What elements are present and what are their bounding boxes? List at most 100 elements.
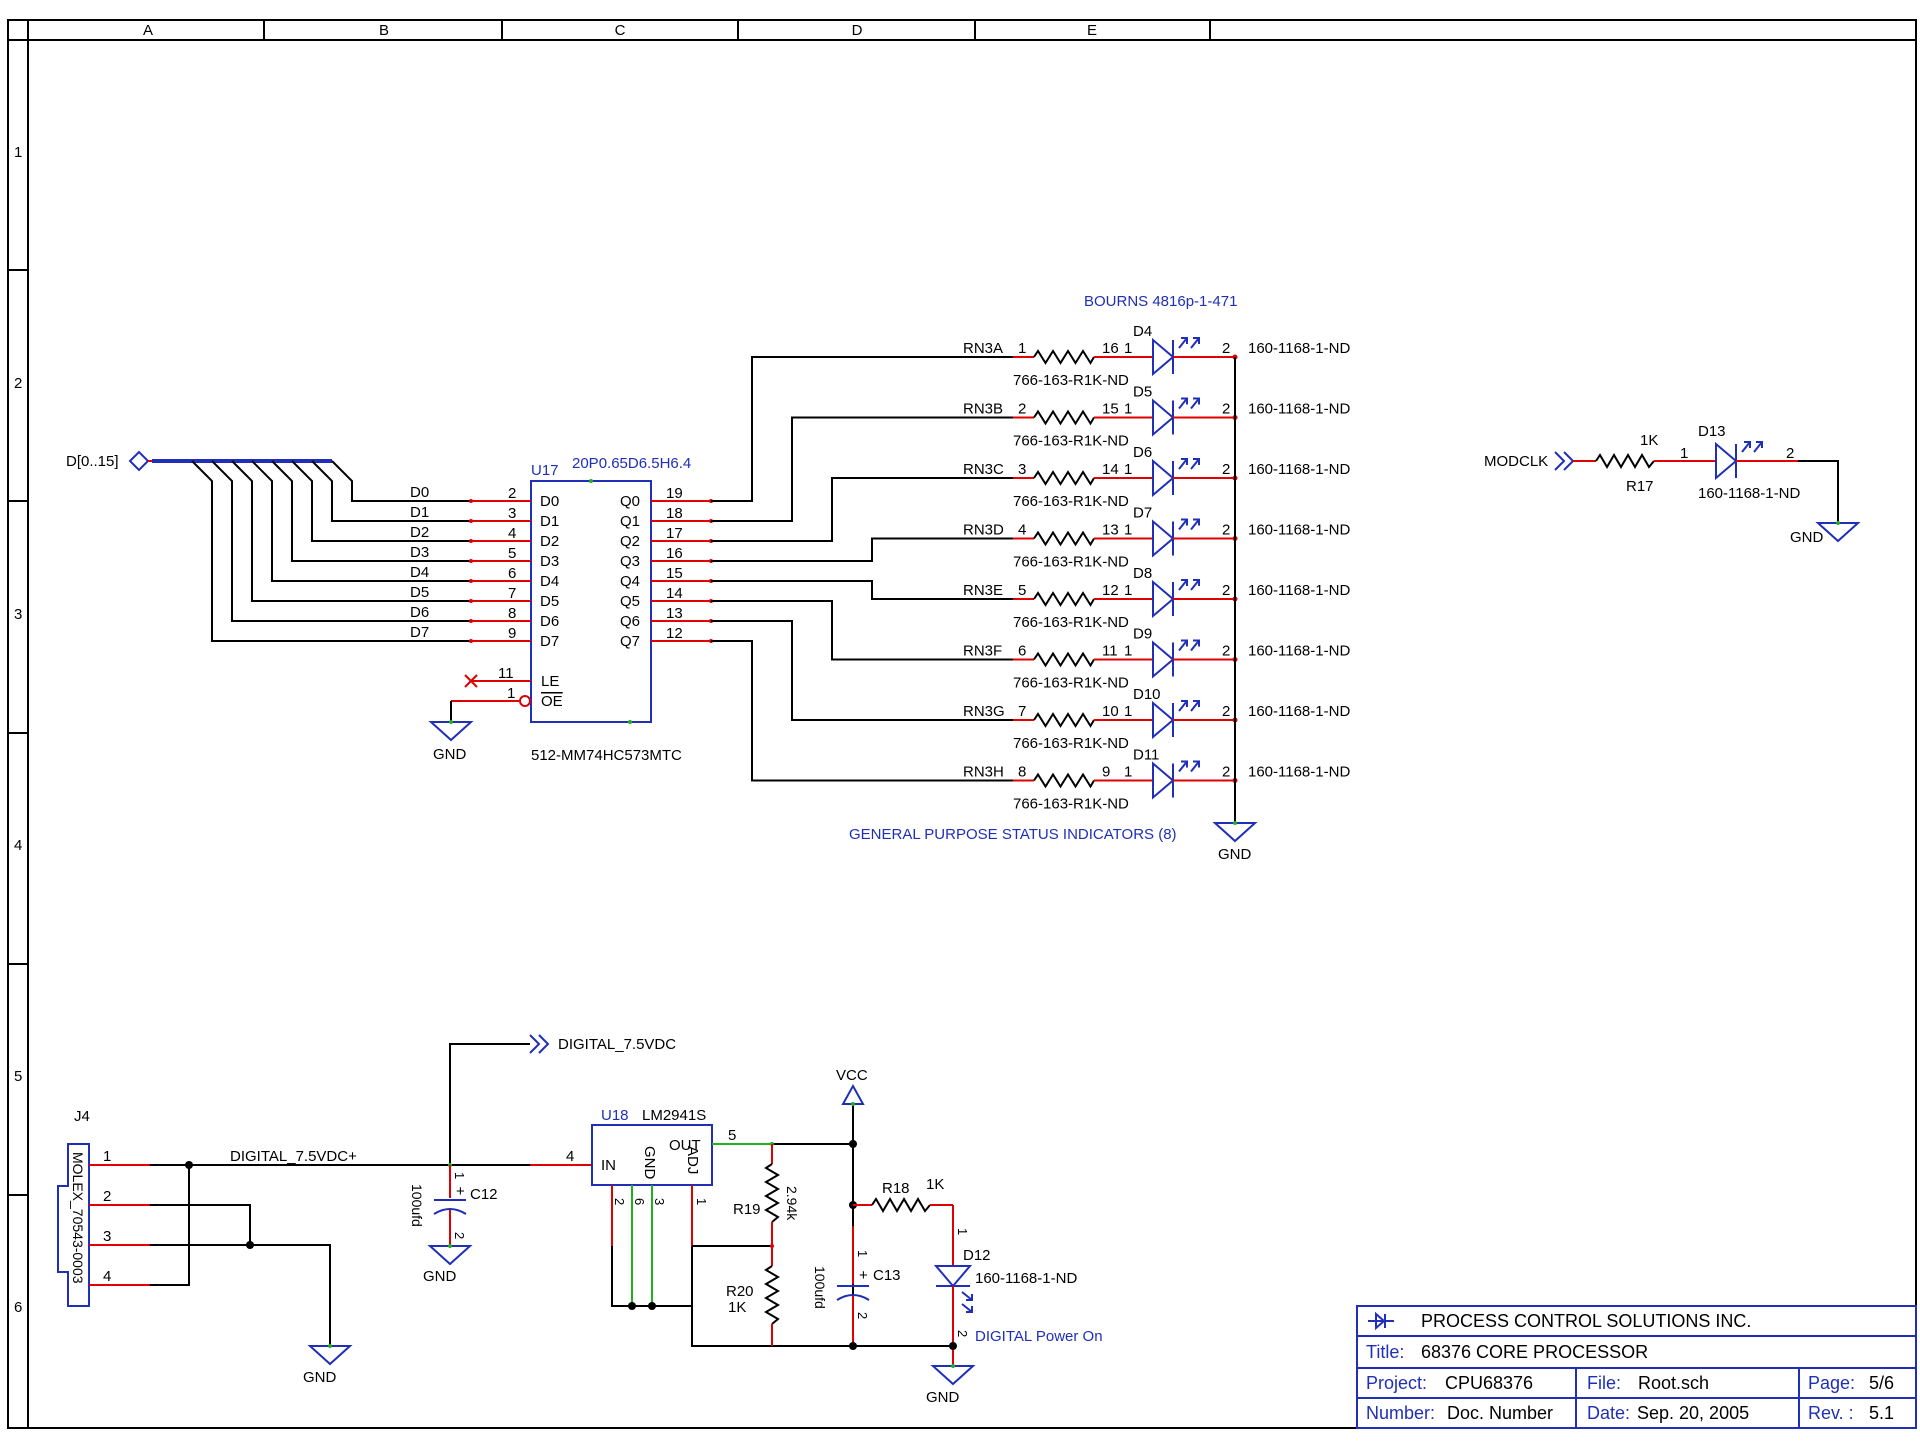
resistor-icon <box>1033 651 1095 668</box>
output-wire <box>711 580 1013 600</box>
net-digital-7v5-port: DIGITAL_7.5VDC <box>558 1036 676 1053</box>
bus-signal-wire <box>251 460 471 582</box>
file-value: Root.sch <box>1638 1373 1709 1393</box>
row-label: 5 <box>14 1068 22 1085</box>
r17-ref: R17 <box>1626 478 1654 495</box>
row-labels: 1 2 3 4 5 6 <box>14 144 22 1316</box>
d13-pin1: 1 <box>1680 445 1688 462</box>
led-icon <box>1152 519 1175 558</box>
u17-pin-number: 4 <box>508 525 516 542</box>
led-pin-out: 2 <box>1222 461 1230 478</box>
led-gnd-label: GND <box>1218 846 1252 863</box>
r20-value: 1K <box>728 1299 746 1316</box>
c13-capacitor: 1 2 + C13 100ufd <box>812 1226 901 1346</box>
u17-pin-number: 16 <box>666 545 683 562</box>
led-pin-in: 1 <box>1124 461 1132 478</box>
led-part: 160-1168-1-ND <box>1248 401 1350 418</box>
bus-signal-wire <box>231 460 471 602</box>
light-emission-icon <box>1178 579 1200 591</box>
c13-pin2: 2 <box>855 1312 870 1319</box>
led-icon <box>1152 640 1175 679</box>
d12-pin2: 2 <box>955 1330 970 1337</box>
r20-resistor: R20 1K <box>726 1246 780 1346</box>
resnet-pin-right: 14 <box>1102 461 1119 478</box>
power-supply: J4 MOLEX_70543-0003 1 2 3 4 GND DIGITAL_… <box>57 1034 1103 1406</box>
light-emission-icon <box>1178 518 1200 531</box>
bus-signal-label: D0 <box>410 484 429 501</box>
u17-pin-name: Q2 <box>620 533 640 550</box>
u17-oe-pin-number: 1 <box>507 685 515 702</box>
resistor-icon <box>1033 349 1095 365</box>
u17-pin-number: 19 <box>666 485 683 502</box>
led-pin-in: 1 <box>1124 522 1132 539</box>
column-label: E <box>1087 22 1097 39</box>
led-icon <box>1152 700 1175 740</box>
output-wire <box>711 620 1013 721</box>
net-port-icon <box>529 1034 541 1054</box>
u18-ref: U18 <box>601 1107 629 1124</box>
project-label: Project: <box>1366 1373 1427 1393</box>
u17-pin-name: D6 <box>540 613 559 630</box>
u17-pin-number: 9 <box>508 625 516 642</box>
bus-signal-wire <box>211 460 471 622</box>
j4-part: MOLEX_70543-0003 <box>70 1152 86 1284</box>
row-dividers <box>8 269 28 1196</box>
bus-signal-wire <box>331 460 471 502</box>
u17-pin-name: Q7 <box>620 633 640 650</box>
u17-pin-name: D5 <box>540 593 559 610</box>
u17-oe-pin: 1 OE GND <box>428 685 563 763</box>
r19-resistor: R19 2.94k <box>733 1144 800 1246</box>
column-dividers <box>263 20 1211 40</box>
j4-gnd-label: GND <box>303 1369 337 1386</box>
resnet-pin-left: 4 <box>1018 522 1026 539</box>
company-logo-icon <box>1368 1311 1394 1331</box>
r19-value: 2.94k <box>784 1186 800 1221</box>
r20-ref: R20 <box>726 1283 754 1300</box>
j4-connector: J4 MOLEX_70543-0003 1 2 3 4 <box>57 1108 150 1307</box>
u17-gnd-label: GND <box>433 746 467 763</box>
d13-pin2: 2 <box>1786 445 1794 462</box>
c12-pin1: 1 <box>452 1172 467 1179</box>
bus-label: D[0..15] <box>66 453 119 470</box>
u17-pin-number: 12 <box>666 625 683 642</box>
r18-resistor: R18 1K <box>853 1176 953 1213</box>
c13-ref: C13 <box>873 1267 901 1284</box>
bus-signal-label: D4 <box>410 564 429 581</box>
row-label: 4 <box>14 837 22 854</box>
j4-body <box>57 1143 90 1307</box>
led-ref: D4 <box>1133 323 1152 340</box>
led-part: 160-1168-1-ND <box>1248 522 1350 539</box>
bus-signal-label: D6 <box>410 604 429 621</box>
resnet-part: 766-163-R1K-ND <box>1013 675 1129 692</box>
resnet-pin-left: 1 <box>1018 340 1026 357</box>
resistor-icon <box>1033 772 1095 789</box>
number-value: Doc. Number <box>1447 1403 1553 1423</box>
led-icon <box>1715 441 1738 481</box>
bus-signal-label: D2 <box>410 524 429 541</box>
led-icon <box>1152 398 1175 437</box>
number-label: Number: <box>1366 1403 1435 1423</box>
u18-adj-label: ADJ <box>684 1146 701 1174</box>
modclk-gnd-label: GND <box>1790 529 1824 546</box>
resnet-ref: RN3A <box>963 340 1003 357</box>
column-labels: A B C D E <box>143 22 1097 39</box>
resnet-pin-left: 8 <box>1018 764 1026 781</box>
u18-pin-out: 5 <box>728 1127 736 1144</box>
u18-in-label: IN <box>601 1157 616 1174</box>
u18-pin-gnd: 6 <box>632 1198 647 1205</box>
resnet-title: BOURNS 4816p-1-471 <box>1084 293 1237 310</box>
u17-part: 512-MM74HC573MTC <box>531 747 682 764</box>
led-pin-in: 1 <box>1124 703 1132 720</box>
d13-part: 160-1168-1-ND <box>1698 485 1800 502</box>
resnet-pin-right: 9 <box>1102 764 1110 781</box>
u17-pin-number: 7 <box>508 585 516 602</box>
output-wire <box>711 356 1013 502</box>
resnet-pin-right: 12 <box>1102 582 1119 599</box>
u17-pin-number: 13 <box>666 605 683 622</box>
